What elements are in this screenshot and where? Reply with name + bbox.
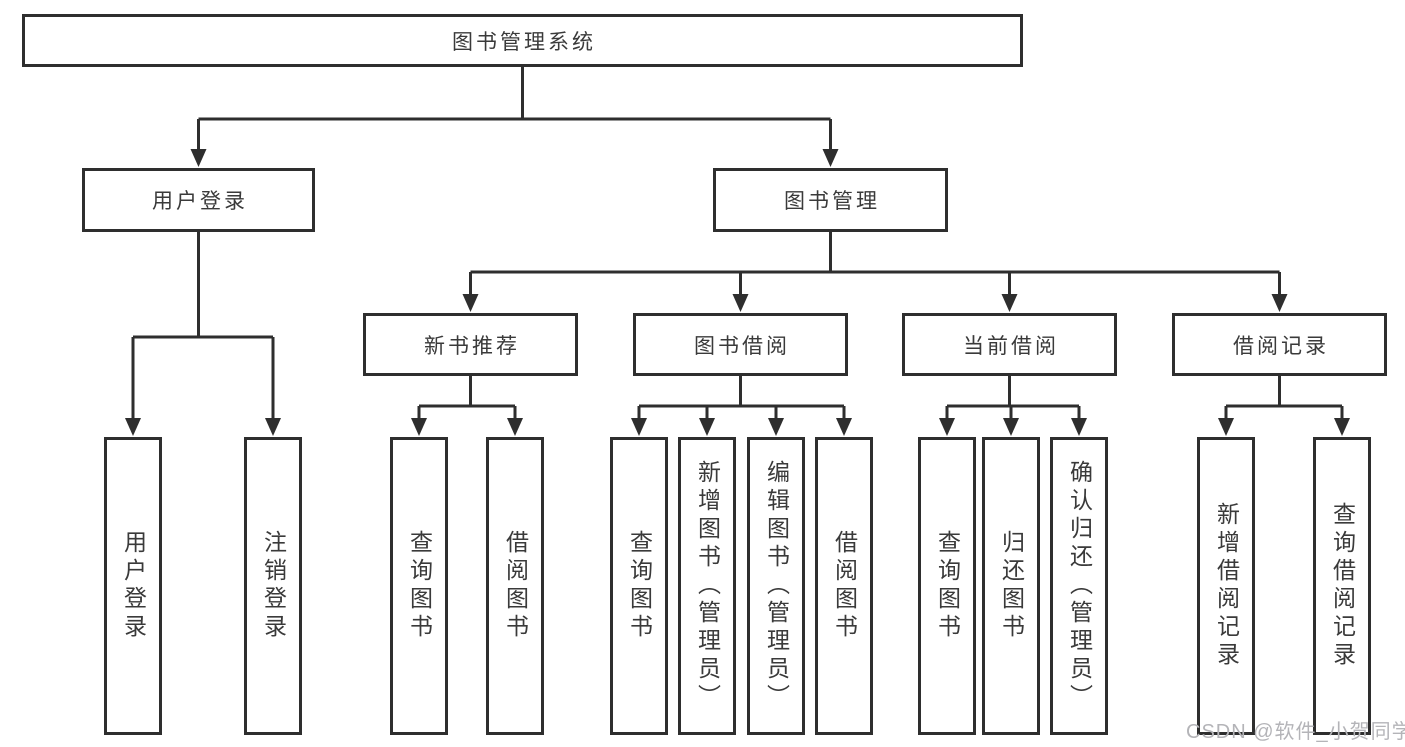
leaf-borrow-books-recommend: 借阅图书 <box>486 437 544 735</box>
arrow-down-icon <box>768 418 784 436</box>
leaf-query-books-recommend: 查询图书 <box>390 437 448 735</box>
root-node-library-management-system: 图书管理系统 <box>22 14 1023 67</box>
arrow-down-icon <box>939 418 955 436</box>
leaf-add-book-admin: 新增图书（管理员） <box>678 437 736 735</box>
connector-book-management-children <box>462 232 1288 312</box>
connector-root-to-level2 <box>190 67 839 167</box>
leaf-query-books-current: 查询图书 <box>918 437 976 735</box>
leaf-query-books-borrow: 查询图书 <box>610 437 668 735</box>
arrow-down-icon <box>125 418 141 436</box>
node-new-book-recommend: 新书推荐 <box>363 313 578 376</box>
leaf-confirm-return-admin: 确认归还（管理员） <box>1050 437 1108 735</box>
leaf-logout: 注销登录 <box>244 437 302 735</box>
node-current-borrow: 当前借阅 <box>902 313 1117 376</box>
leaf-borrow-books: 借阅图书 <box>815 437 873 735</box>
arrow-down-icon <box>732 294 749 312</box>
branch-book-management: 图书管理 <box>713 168 948 232</box>
arrow-down-icon <box>836 418 852 436</box>
node-book-borrow: 图书借阅 <box>633 313 848 376</box>
arrow-down-icon <box>822 149 839 167</box>
arrow-down-icon <box>1071 418 1087 436</box>
arrow-down-icon <box>1334 418 1350 436</box>
leaf-user-login: 用户登录 <box>104 437 162 735</box>
arrow-down-icon <box>1218 418 1234 436</box>
arrow-down-icon <box>1001 294 1018 312</box>
connector-book-borrow-children <box>631 376 852 436</box>
arrow-down-icon <box>462 294 479 312</box>
leaf-query-borrow-record: 查询借阅记录 <box>1313 437 1371 735</box>
arrow-down-icon <box>190 149 207 167</box>
leaf-return-book: 归还图书 <box>982 437 1040 735</box>
branch-user-login: 用户登录 <box>82 168 315 232</box>
arrow-down-icon <box>699 418 715 436</box>
arrow-down-icon <box>631 418 647 436</box>
arrow-down-icon <box>1003 418 1019 436</box>
arrow-down-icon <box>1271 294 1288 312</box>
node-borrow-record: 借阅记录 <box>1172 313 1387 376</box>
connector-borrow-record-children <box>1218 376 1350 436</box>
connector-current-borrow-children <box>939 376 1087 436</box>
arrow-down-icon <box>507 418 523 436</box>
arrow-down-icon <box>265 418 281 436</box>
watermark-text: CSDN @软件_小贺同学 <box>1186 721 1405 743</box>
leaf-add-borrow-record: 新增借阅记录 <box>1197 437 1255 735</box>
arrow-down-icon <box>411 418 427 436</box>
leaf-edit-book-admin: 编辑图书（管理员） <box>747 437 805 735</box>
connector-user-login-children <box>125 232 281 436</box>
connector-new-book-recommend-children <box>411 376 523 436</box>
